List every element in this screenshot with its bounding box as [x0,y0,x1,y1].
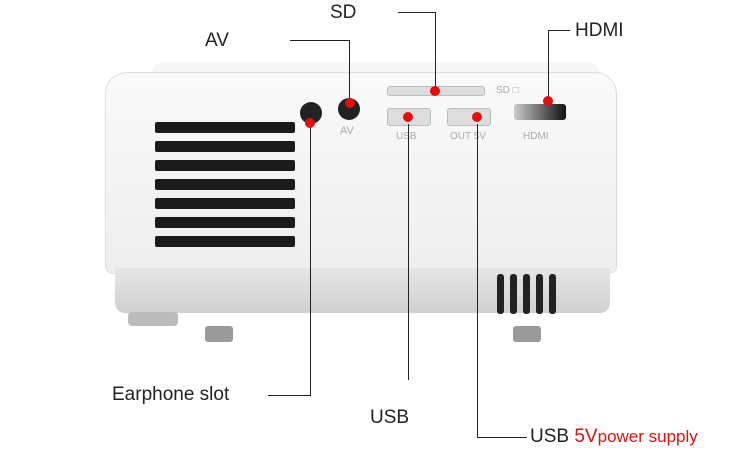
out5v-port [447,108,491,126]
out5v-port-label: OUT 5V [450,131,486,142]
usb-dot [403,112,413,122]
usb-power-leader [477,124,478,438]
rear-vent [497,274,556,314]
adjust-knob [128,312,178,326]
usb-power-leader-h [477,437,527,438]
sd-leader-v [435,12,436,92]
av-leader-v [349,40,350,102]
av-leader [290,40,350,41]
usb-power-label: USB 5Vpower supply [530,426,698,448]
hdmi-port-label: HDMI [523,131,549,142]
hdmi-label: HDMI [575,20,624,41]
foot-right [513,326,541,342]
usb-power-suffix: power supply [597,427,698,446]
earphone-leader [310,124,311,395]
out5v-dot [472,112,482,122]
sd-slot-label: SD □ [496,85,519,96]
usb-label: USB [370,407,410,428]
hdmi-leader [548,30,570,31]
sd-dot [430,86,440,96]
hdmi-dot [543,96,553,106]
foot-left [205,326,233,342]
hdmi-leader-v [548,30,549,102]
usb-leader [408,124,409,380]
earphone-label: Earphone slot [112,384,230,405]
sd-label: SD [330,2,357,23]
av-port-label: AV [340,125,354,137]
usb-power-voltage: 5V [574,426,598,447]
side-vent [155,122,295,255]
av-dot [345,98,355,108]
usb-port-label: USB [396,131,417,142]
hdmi-port [514,104,566,120]
av-label: AV [205,30,229,51]
earphone-dot [305,118,315,128]
usb-power-prefix: USB [530,426,570,447]
sd-leader [398,12,435,13]
earphone-leader-h [268,395,311,396]
